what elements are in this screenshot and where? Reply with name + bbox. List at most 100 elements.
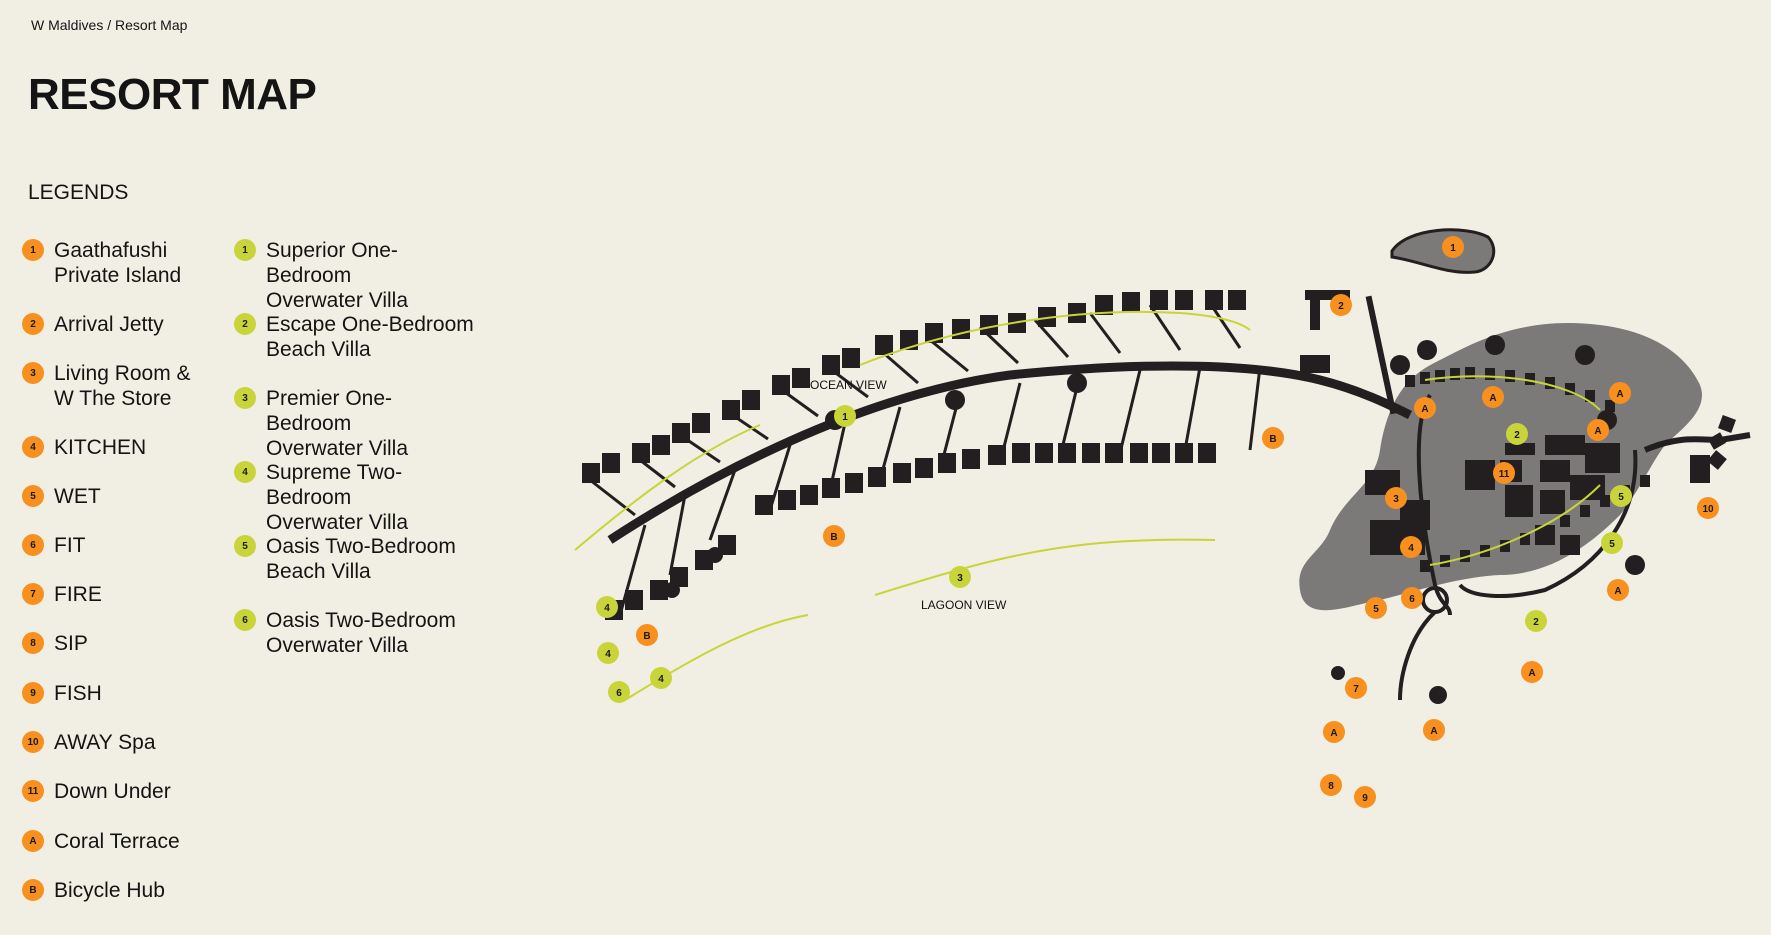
facility-pin[interactable]: A <box>1521 661 1543 683</box>
svg-text:A: A <box>1489 393 1496 404</box>
svg-text:6: 6 <box>616 688 622 699</box>
legend-marker-green: 1 <box>234 239 256 261</box>
facility-pin[interactable]: B <box>823 525 845 547</box>
svg-text:2: 2 <box>1338 301 1344 312</box>
svg-text:A: A <box>1528 668 1535 679</box>
view-arcs <box>574 310 1601 701</box>
facility-pin[interactable]: A <box>1323 721 1345 743</box>
facility-pin[interactable]: 10 <box>1697 497 1719 519</box>
legend-marker-orange: 2 <box>22 313 44 335</box>
svg-text:4: 4 <box>605 649 611 660</box>
facility-pin[interactable]: A <box>1423 719 1445 741</box>
villa-pin[interactable]: 2 <box>1506 423 1528 445</box>
facility-pin[interactable]: A <box>1587 419 1609 441</box>
facility-pin[interactable]: 9 <box>1354 786 1376 808</box>
lagoon-view-label: LAGOON VIEW <box>921 598 1007 612</box>
legend-marker-orange: 5 <box>22 485 44 507</box>
villa-pin[interactable]: 5 <box>1610 485 1632 507</box>
facility-pin[interactable]: 6 <box>1401 587 1423 609</box>
svg-text:3: 3 <box>1393 494 1399 505</box>
legend-label: FIRE <box>54 583 102 606</box>
svg-text:A: A <box>1421 404 1428 415</box>
villa-pin[interactable]: 6 <box>608 681 630 703</box>
legend-item-wet[interactable]: 5 WET <box>22 484 262 509</box>
facility-pin[interactable]: 8 <box>1320 774 1342 796</box>
villa-pin[interactable]: 5 <box>1601 532 1623 554</box>
facility-pin[interactable]: 4 <box>1400 536 1422 558</box>
lagoon-villa-branches <box>618 366 1262 616</box>
legend-marker-orange: A <box>22 830 44 852</box>
svg-text:A: A <box>1614 586 1621 597</box>
legend-label: Down Under <box>54 780 171 803</box>
legend-marker-green: 2 <box>234 313 256 335</box>
legend-marker-orange: 4 <box>22 436 44 458</box>
svg-text:1: 1 <box>842 412 848 423</box>
svg-text:10: 10 <box>1702 504 1714 515</box>
facility-pin[interactable]: 1 <box>1442 236 1464 258</box>
villa-pin[interactable]: 3 <box>949 566 971 588</box>
facility-pin[interactable]: A <box>1414 397 1436 419</box>
legend-label: FISH <box>54 682 102 705</box>
legends-heading: LEGENDS <box>28 181 129 204</box>
svg-text:B: B <box>830 532 837 543</box>
facility-pin[interactable]: A <box>1482 386 1504 408</box>
facility-pin[interactable]: A <box>1607 579 1629 601</box>
legend-marker-orange: 3 <box>22 362 44 384</box>
villa-pin[interactable]: 2 <box>1525 610 1547 632</box>
villa-pin[interactable]: 4 <box>597 642 619 664</box>
legend-marker-green: 6 <box>234 609 256 631</box>
svg-text:5: 5 <box>1618 492 1624 503</box>
breadcrumb-link-w-maldives[interactable]: W Maldives <box>31 17 104 33</box>
facility-pin[interactable]: 5 <box>1365 597 1387 619</box>
breadcrumb-separator: / <box>103 17 116 33</box>
svg-text:A: A <box>1330 728 1337 739</box>
legend-marker-orange: 6 <box>22 534 44 556</box>
main-boardwalk <box>607 361 1413 544</box>
svg-text:1: 1 <box>1450 243 1456 254</box>
facility-pin[interactable]: 7 <box>1345 677 1367 699</box>
legend-marker-orange: 8 <box>22 632 44 654</box>
svg-text:B: B <box>1269 434 1276 445</box>
facility-pin[interactable]: B <box>1262 427 1284 449</box>
legend-label: Bicycle Hub <box>54 879 165 902</box>
legend-item-bicycle-hub[interactable]: B Bicycle Hub <box>22 878 262 903</box>
villa-pin[interactable]: 1 <box>834 405 856 427</box>
svg-text:2: 2 <box>1533 617 1539 628</box>
villa-pin[interactable]: 4 <box>596 596 618 618</box>
svg-text:2: 2 <box>1514 430 1520 441</box>
legend-marker-orange: B <box>22 879 44 901</box>
legend-marker-green: 3 <box>234 387 256 409</box>
breadcrumb-current-page: Resort Map <box>115 17 188 33</box>
villa-pin[interactable]: 4 <box>650 667 672 689</box>
facility-pin[interactable]: B <box>636 624 658 646</box>
facility-pin[interactable]: 3 <box>1385 487 1407 509</box>
facility-pin[interactable]: 2 <box>1330 294 1352 316</box>
facility-pin[interactable]: A <box>1609 382 1631 404</box>
legend-label: AWAY Spa <box>54 731 156 754</box>
legend-label: WET <box>54 485 101 508</box>
spa-cluster <box>1707 415 1736 470</box>
facility-pin[interactable]: 11 <box>1493 462 1515 484</box>
overwater-villa-blocks <box>582 290 1246 620</box>
